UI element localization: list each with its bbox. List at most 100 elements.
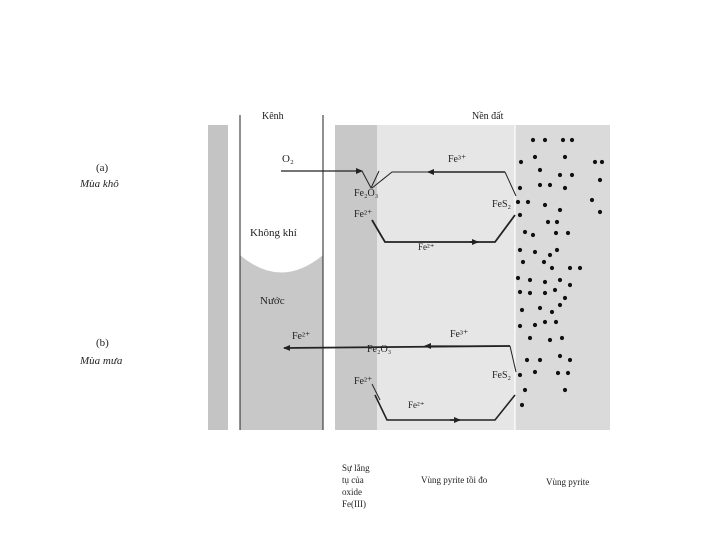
pyrite-dot: [547, 252, 553, 258]
pyrite-dot: [555, 370, 561, 376]
pyrite-dot: [557, 172, 563, 178]
pyrite-dot: [517, 372, 523, 378]
pyrite-dot: [542, 290, 548, 296]
ground-label: Nền đất: [472, 111, 504, 122]
water-label: Nước: [260, 295, 285, 307]
fe2-label-water: Fe²⁺: [292, 331, 311, 342]
oxide-deposit-zone: [335, 125, 377, 430]
pyrite-dot: [537, 167, 543, 173]
pyrite-dot: [517, 289, 523, 295]
pyrite-dot: [537, 357, 543, 363]
pyrite-dot: [553, 319, 559, 325]
pyrite-zone: [515, 125, 610, 430]
fe3-label-bottom: Fe³⁺: [450, 329, 469, 340]
pyrite-dot: [547, 182, 553, 188]
pyrite-dot: [517, 212, 523, 218]
fes2-label-top: FeS₂: [492, 199, 512, 210]
pyrite-dot: [527, 277, 533, 283]
fe2-loop-bottom: [374, 394, 516, 421]
pyrite-dot: [569, 137, 575, 143]
pyrite-dot: [542, 319, 548, 325]
fe2o3-to-fes2-top: [361, 170, 380, 190]
case-b-id: (b): [96, 337, 109, 349]
o2-label: O₂: [282, 153, 294, 165]
pyrite-dot: [557, 207, 563, 213]
pyrite-dot: [559, 335, 565, 341]
pyrite-dot: [530, 137, 536, 143]
fe3-to-fe2o3-top: [371, 171, 428, 189]
pyrite-dot: [517, 323, 523, 329]
pyrite-dot: [549, 309, 555, 315]
fe3-label-top: Fe³⁺: [448, 154, 467, 165]
channel-water: [240, 255, 323, 430]
pyrite-dot: [577, 265, 583, 271]
fe2o3-label-top: Fe₂O₃: [354, 188, 379, 199]
pyrite-dot: [525, 199, 531, 205]
pyrite-dot: [599, 159, 605, 165]
pyrite-dot: [557, 353, 563, 359]
pyrite-dot: [562, 387, 568, 393]
pyrite-dot: [567, 282, 573, 288]
pyrite-dot: [524, 357, 530, 363]
pyrite-dot: [519, 402, 525, 408]
pyrite-dot: [554, 247, 560, 253]
pyrite-dot: [537, 305, 543, 311]
oxide-deposit-caption: Sự lắng tụ của oxide Fe(III): [342, 463, 370, 509]
pyrite-dot: [517, 185, 523, 191]
pyrite-dot: [527, 290, 533, 296]
pyrite-dot: [542, 202, 548, 208]
fe2-label-top-bottom: Fe²⁺: [418, 242, 435, 252]
pyrite-dot: [549, 265, 555, 271]
pyrite-dot: [520, 259, 526, 265]
air-label: Không khí: [250, 227, 297, 239]
case-a-season: Mùa khô: [80, 178, 119, 190]
pyrite-dot: [541, 259, 547, 265]
pyrite-dot: [542, 279, 548, 285]
case-a-id: (a): [96, 162, 109, 174]
fe2-label-top-left: Fe²⁺: [354, 209, 373, 220]
channel-label: Kênh: [262, 111, 284, 122]
pyrite-dot: [592, 159, 598, 165]
pyrite-dot: [522, 229, 528, 235]
pyrite-dot: [552, 287, 558, 293]
pyrite-dot: [547, 337, 553, 343]
pyrite-dot: [597, 209, 603, 215]
pyrite-dot: [545, 219, 551, 225]
oxidized-pyrite-caption: Vùng pyrite tồi đo: [421, 475, 488, 485]
pyrite-dot: [562, 185, 568, 191]
pyrite-dot: [589, 197, 595, 203]
pyrite-dot: [553, 230, 559, 236]
pyrite-dot: [562, 295, 568, 301]
pyrite-dot: [515, 275, 521, 281]
pyrite-dot: [517, 247, 523, 253]
pyrite-dot: [567, 265, 573, 271]
pyrite-dot: [565, 230, 571, 236]
fe2-label-bottom-bottom: Fe²⁺: [408, 400, 425, 410]
pyrite-dot: [532, 322, 538, 328]
pyrite-dot: [565, 370, 571, 376]
pyrite-dot: [567, 357, 573, 363]
pyrite-dot: [515, 199, 521, 205]
pyrite-dot: [560, 137, 566, 143]
pyrite-dots: [515, 137, 605, 408]
fes2-label-bottom: FeS₂: [492, 370, 512, 381]
pyrite-dot: [519, 307, 525, 313]
pyrite-dot: [557, 277, 563, 283]
pyrite-dot: [522, 387, 528, 393]
pyrite-dot: [557, 302, 563, 308]
pyrite-dot: [597, 177, 603, 183]
oxidized-pyrite-zone: [377, 125, 515, 430]
pyrite-dot: [527, 335, 533, 341]
left-wall: [208, 125, 228, 430]
fe2-label-bottom-left: Fe²⁺: [354, 376, 373, 387]
pyrite-dot: [532, 249, 538, 255]
pyrite-dot: [562, 154, 568, 160]
pyrite-zone-caption: Vùng pyrite: [546, 477, 590, 487]
pyrite-dot: [518, 159, 524, 165]
fe2o3-label-bottom: Fe₂O₃: [367, 344, 392, 355]
pyrite-dot: [569, 172, 575, 178]
pyrite-dot: [554, 219, 560, 225]
pyrite-dot: [532, 154, 538, 160]
pyrite-dot: [532, 369, 538, 375]
